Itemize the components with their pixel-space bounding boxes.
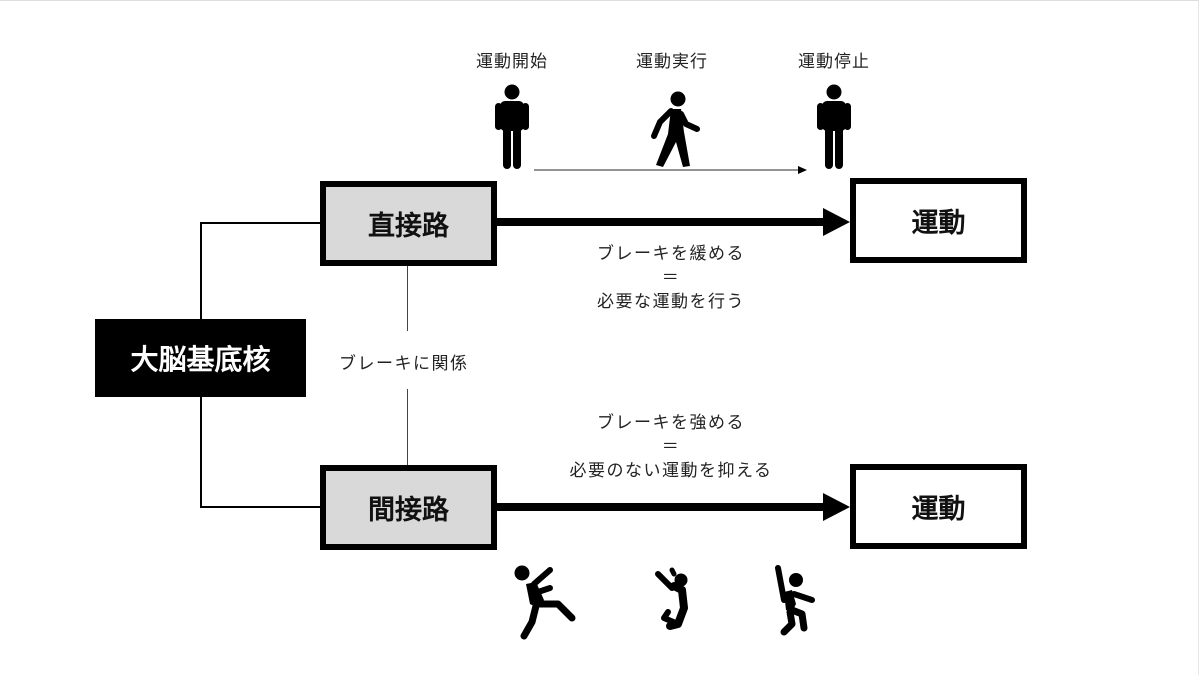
connector-bg-up — [200, 222, 202, 320]
direct-note-equals: ＝ — [661, 268, 681, 288]
indirect-note-line1: ブレーキを強める — [597, 413, 745, 433]
direct-path-box: 直接路 — [320, 181, 497, 266]
movement-label-bottom: 運動 — [911, 494, 966, 525]
basal-ganglia-box: 大脳基底核 — [95, 319, 306, 397]
direct-note-line2: 必要な運動を行う — [597, 292, 745, 312]
walking-person-icon — [651, 91, 700, 167]
indirect-path-box: 間接路 — [320, 465, 497, 550]
brake-relation-line-lower — [407, 389, 408, 466]
standing-person-icon — [495, 84, 529, 169]
movement-label-top: 運動 — [911, 208, 966, 239]
indirect-path-arrow — [496, 493, 850, 521]
movement-box-bottom: 運動 — [850, 464, 1027, 549]
stage-label-execute: 運動実行 — [636, 52, 708, 72]
waving-person-icon — [775, 565, 815, 636]
brake-relation-line-upper — [407, 264, 408, 331]
jumping-person-icon — [655, 567, 688, 630]
direct-path-note: ブレーキを緩める ＝ 必要な運動を行う — [597, 242, 745, 314]
direct-note-line1: ブレーキを緩める — [597, 244, 745, 264]
timeline-arrow — [534, 166, 807, 174]
connector-to-direct — [200, 222, 322, 224]
direct-path-label: 直接路 — [368, 211, 449, 242]
movement-box-top: 運動 — [850, 178, 1027, 263]
stage-label-start: 運動開始 — [476, 52, 548, 72]
indirect-path-note: ブレーキを強める ＝ 必要のない運動を抑える — [570, 411, 773, 483]
indirect-note-line2: 必要のない運動を抑える — [569, 461, 773, 481]
connector-to-indirect — [200, 506, 322, 508]
standing-person-icon — [817, 84, 851, 169]
connector-bg-down — [200, 396, 202, 508]
indirect-note-equals: ＝ — [661, 437, 681, 457]
falling-person-icon — [514, 565, 576, 640]
brake-relation-label: ブレーキに関係 — [339, 354, 469, 374]
basal-ganglia-label: 大脳基底核 — [130, 343, 271, 376]
direct-path-arrow — [496, 208, 850, 236]
stage-label-stop: 運動停止 — [798, 52, 870, 72]
indirect-path-label: 間接路 — [368, 495, 449, 526]
